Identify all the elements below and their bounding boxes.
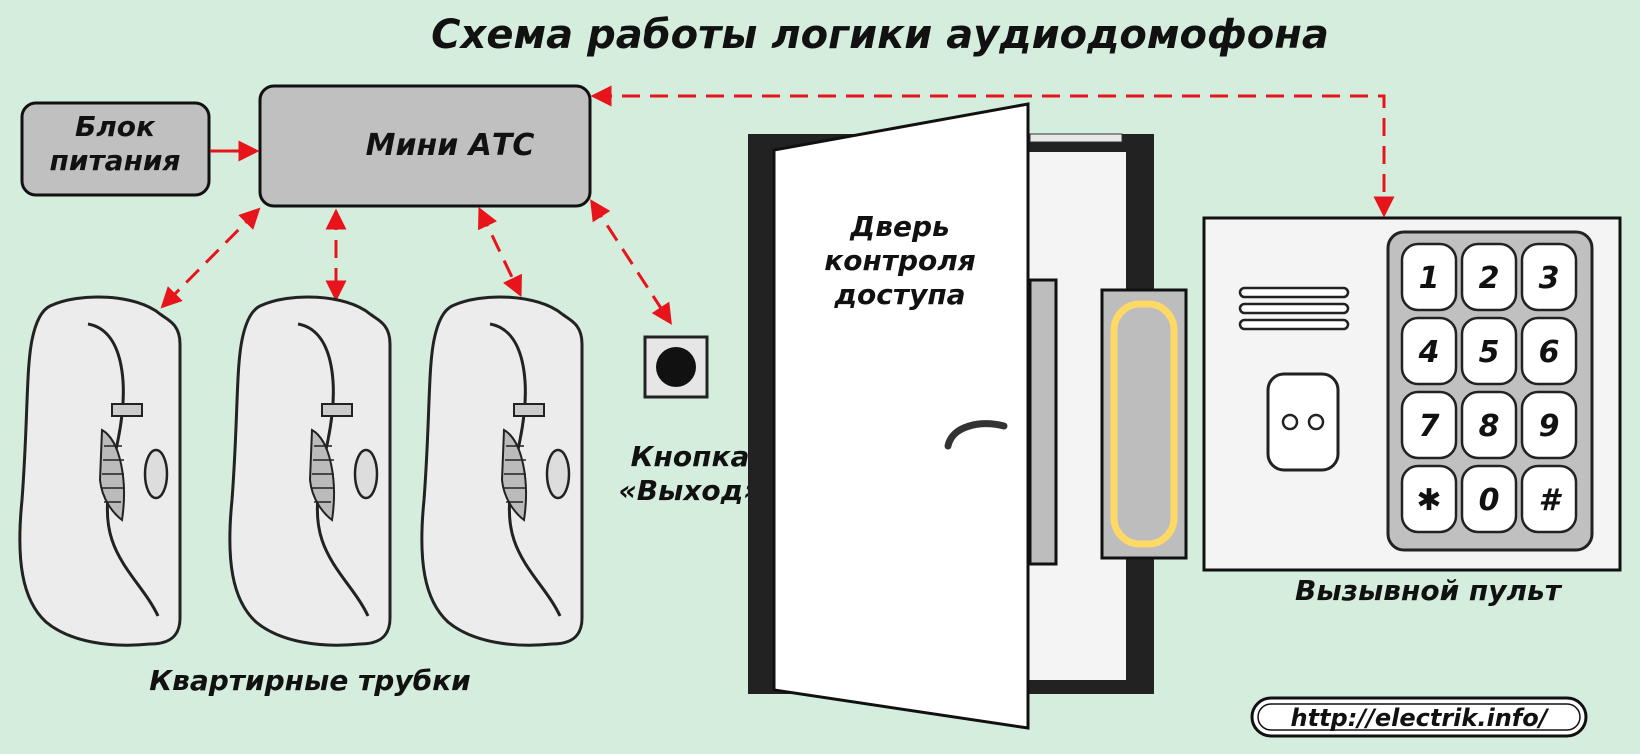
keypad-key: 4 [1400,316,1458,386]
pbx-handset3-link [478,206,522,298]
keypad-key-label: 8 [1479,409,1500,444]
handset-2 [228,295,392,647]
diagram-title: Схема работы логики аудиодомофона [431,12,1329,58]
door-handle-icon [944,420,1008,450]
keypad-key: 9 [1520,390,1578,460]
keypad-key-label: 7 [1419,409,1440,444]
camera-module-icon [1266,372,1340,472]
keypad-key: 7 [1400,390,1458,460]
call-panel: 1 2 3 4 5 6 7 8 9 ✱ 0 # Вызывной пульт [1202,216,1622,607]
power-block-label-1: Блок [75,110,156,143]
door-label-1: Дверь [849,210,949,243]
exit-button-label-1: Кнопка [631,440,750,473]
keypad-key-label: 3 [1539,261,1560,296]
source-url: http://electrik.info/ [1291,704,1550,732]
keypad-key-label: 1 [1419,261,1440,296]
keypad-key-label: 5 [1479,335,1500,370]
mini-pbx-block: Мини АТС [258,84,592,208]
keypad-key-label: 4 [1418,335,1440,370]
keypad-key: 3 [1520,242,1578,312]
pbx-call-panel-link [590,85,1395,218]
handsets-caption: Квартирные трубки [149,664,471,697]
speaker-grille-icon [1238,286,1350,331]
door-label-3: доступа [833,278,965,311]
handset-3 [420,295,584,647]
keypad-key: 0 [1460,464,1518,534]
keypad-key-label: 2 [1479,261,1500,296]
keypad-key: ✱ [1400,464,1458,534]
keypad-key: 8 [1460,390,1518,460]
mini-pbx-label: Мини АТС [366,128,535,163]
access-door: Дверь контроля доступа [748,102,1188,730]
power-block: Блок питания [20,101,211,197]
keypad-key-label: ✱ [1416,483,1441,518]
keypad-key: 1 [1400,242,1458,312]
electromagnet-glow [1110,300,1178,548]
keypad-key-label: # [1539,483,1563,518]
source-url-badge: http://electrik.info/ [1250,696,1588,738]
keypad-key: # [1520,464,1578,534]
keypad-key-label: 9 [1539,409,1560,444]
call-panel-caption: Вызывной пульт [1295,574,1563,607]
keypad-key-label: 0 [1479,483,1500,518]
keypad-key: 6 [1520,316,1578,386]
door-lock-armature [1028,278,1058,566]
exit-button: Кнопка «Выход» [619,335,762,507]
door-leaf [772,102,1030,730]
handset-1 [18,295,182,647]
apartment-handsets: Квартирные трубки [18,295,584,697]
pbx-handset1-link [160,207,261,309]
keypad-key: 2 [1460,242,1518,312]
keypad-key-label: 6 [1539,335,1560,370]
power-block-label-2: питания [49,144,180,177]
keypad-key: 5 [1460,316,1518,386]
exit-button-dot-icon [656,347,696,387]
pbx-exit-button-link [590,199,672,325]
connectors [160,85,1395,325]
keypad-keys: 1 2 3 4 5 6 7 8 9 ✱ 0 # [1400,242,1578,534]
exit-button-label-2: «Выход» [619,474,762,507]
door-label-2: контроля [824,244,976,277]
